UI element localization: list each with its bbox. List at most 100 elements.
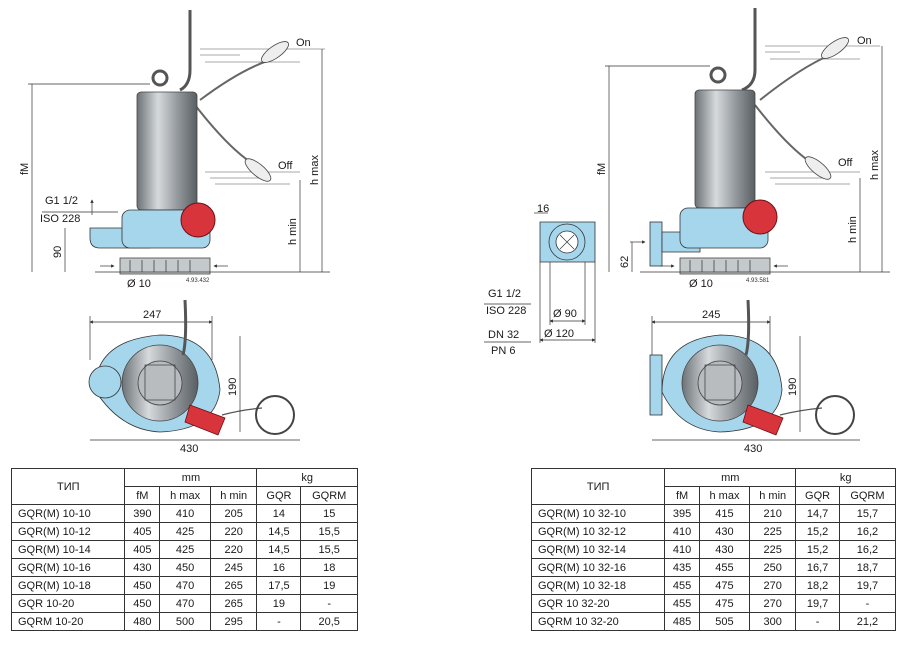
depth-190-label: 190 — [227, 378, 239, 396]
dia10-label-right: Ø 10 — [689, 278, 713, 290]
value-cell: 15,2 — [795, 540, 840, 559]
col-hmax: h max — [159, 486, 211, 505]
type-header: ТИП — [10, 468, 126, 505]
float-switch-on-icon-right — [821, 37, 849, 59]
dia10-label: Ø 10 — [127, 278, 151, 290]
spec-table-left: ТИП mm kg fM h max h min GQR GQRM GQR(M)… — [10, 468, 358, 631]
col-gqrm: GQRM — [300, 486, 358, 505]
power-cable — [179, 10, 192, 92]
value-cell: 15,5 — [300, 540, 358, 559]
value-cell: 16,7 — [795, 558, 840, 577]
value-cell: 470 — [159, 594, 211, 613]
value-cell: 19 — [256, 594, 302, 613]
value-cell: 16,2 — [838, 540, 897, 559]
fm-label-right: fM — [596, 163, 608, 175]
width-245-label: 245 — [702, 309, 720, 321]
lifting-handle — [151, 69, 169, 87]
on-label: On — [296, 37, 311, 49]
hmax-label-right: h max — [869, 150, 881, 180]
float-ring-icon — [255, 395, 295, 435]
value-cell: 18,2 — [795, 576, 840, 595]
value-cell: 16,2 — [838, 522, 897, 541]
value-cell: 18,7 — [838, 558, 897, 577]
value-cell: 18 — [300, 558, 358, 577]
col-hmin: h min — [749, 486, 797, 505]
value-cell: 225 — [749, 540, 797, 559]
water-level-lines-right — [765, 45, 880, 185]
off-label-right: Off — [838, 157, 853, 169]
value-cell: 205 — [209, 504, 258, 523]
value-cell: 270 — [749, 594, 797, 613]
value-cell: 210 — [749, 504, 797, 523]
value-cell: 225 — [749, 522, 797, 541]
value-cell: 14,5 — [256, 540, 302, 559]
value-cell: 19 — [300, 576, 358, 595]
value-cell: 250 — [749, 558, 797, 577]
model-cell: GQR(M) 10-18 — [10, 576, 126, 595]
model-cell: GQR(M) 10-12 — [10, 522, 126, 541]
value-cell: 430 — [124, 558, 161, 577]
float-red-icon — [180, 202, 216, 238]
value-cell: 415 — [698, 504, 751, 523]
value-cell: 15,5 — [300, 522, 358, 541]
value-cell: 450 — [124, 576, 161, 595]
water-level-lines — [200, 48, 325, 185]
value-cell: 455 — [664, 594, 700, 613]
right-pump-side-view: fM h max h min 62 On Off Ø 10 4.93.581 — [596, 8, 890, 290]
kg-header: kg — [795, 468, 896, 487]
value-cell: - — [795, 612, 840, 631]
col-gqr: GQR — [795, 486, 840, 505]
float-switch-off-icon — [244, 158, 272, 182]
hmax-label: h max — [309, 155, 321, 185]
value-cell: 470 — [159, 576, 211, 595]
strainer-base — [119, 257, 211, 275]
value-cell: - — [300, 594, 358, 613]
fm-label: fM — [19, 163, 31, 175]
model-cell: GQR(M) 10-14 — [10, 540, 126, 559]
value-cell: 21,2 — [838, 612, 897, 631]
length-430-label-right: 430 — [744, 443, 762, 455]
value-cell: 220 — [209, 522, 258, 541]
value-cell: 485 — [664, 612, 700, 631]
value-cell: 295 — [209, 612, 258, 631]
depth-190-label-right: 190 — [787, 378, 799, 396]
model-cell: GQR 10-20 — [10, 594, 126, 613]
left-pump-top-view: 247 190 430 — [88, 299, 300, 455]
height-62-label: 62 — [619, 256, 631, 268]
value-cell: - — [838, 594, 897, 613]
col-fm: fM — [664, 486, 700, 505]
value-cell: 220 — [209, 540, 258, 559]
spec-table-right: ТИП mm kg fM h max h min GQR GQRM GQR(M)… — [530, 468, 897, 631]
value-cell: 15,2 — [795, 522, 840, 541]
col-hmax: h max — [698, 486, 751, 505]
flange-thread-label: G1 1/2 — [488, 288, 521, 300]
value-cell: 265 — [209, 576, 258, 595]
model-cell: GQR(M) 10 32-12 — [530, 522, 666, 541]
value-cell: 475 — [698, 576, 751, 595]
value-cell: 455 — [698, 558, 751, 577]
iso-label: ISO 228 — [40, 213, 80, 225]
float-cable-upper — [199, 59, 271, 101]
value-cell: 395 — [664, 504, 700, 523]
float-switch-off-icon-right — [804, 156, 832, 180]
value-cell: 390 — [124, 504, 161, 523]
model-cell: GQR 10 32-20 — [530, 594, 666, 613]
hmin-label-right: h min — [847, 216, 859, 243]
value-cell: 435 — [664, 558, 700, 577]
model-cell: GQR(M) 10 32-14 — [530, 540, 666, 559]
value-cell: 405 — [124, 540, 161, 559]
value-cell: 14 — [256, 504, 302, 523]
value-cell: 430 — [698, 522, 751, 541]
